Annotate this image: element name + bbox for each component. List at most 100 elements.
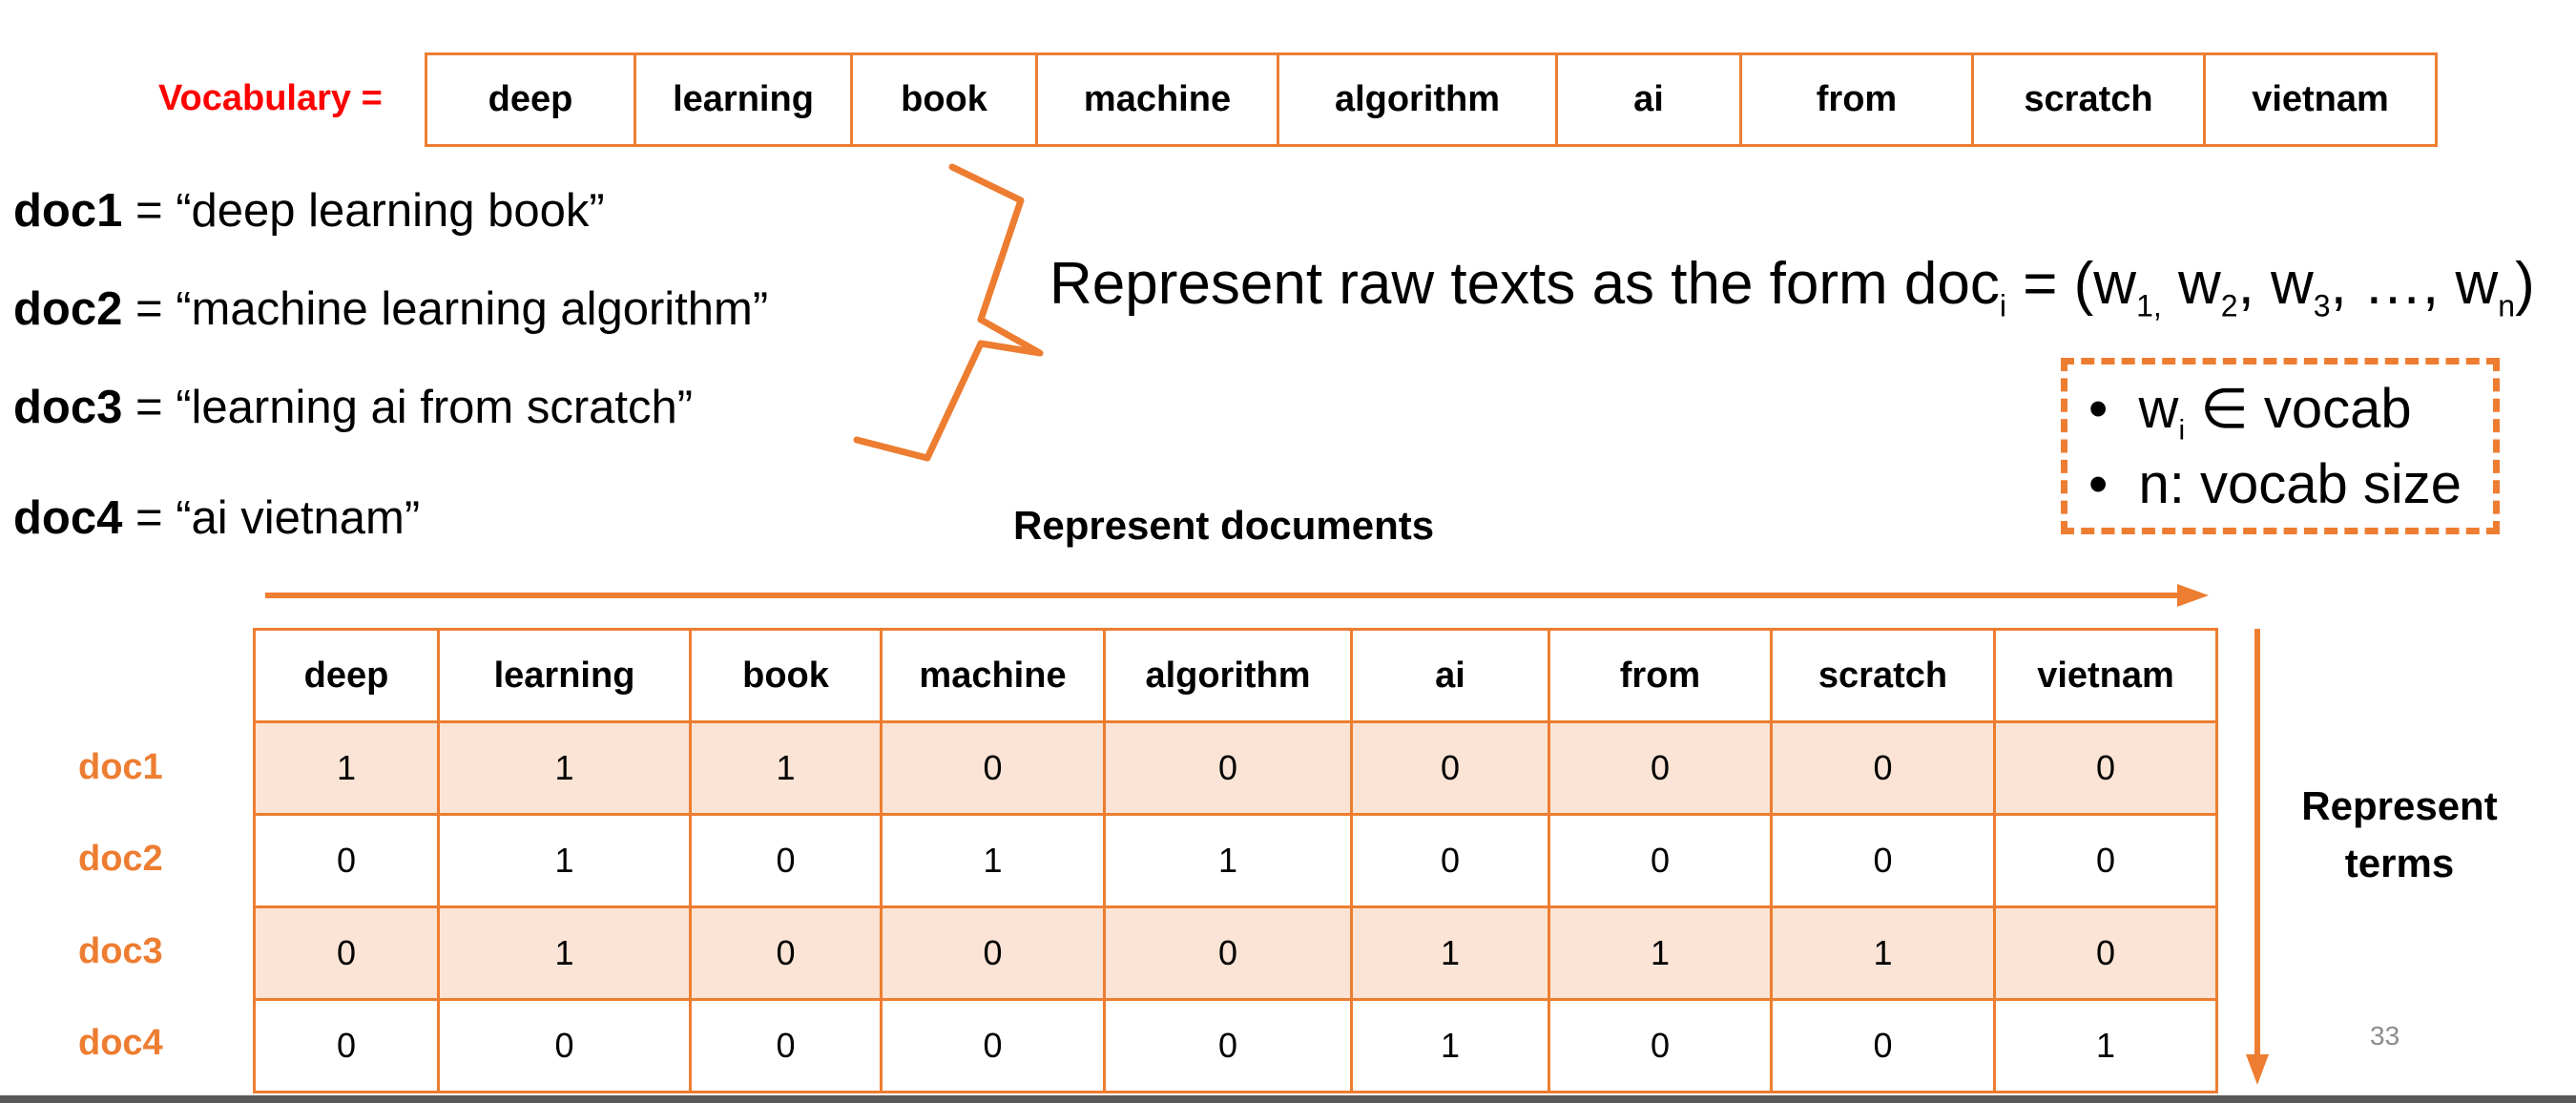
bottom-bar (0, 1095, 2576, 1103)
document-equals: = (122, 283, 177, 335)
right-arrow-icon (265, 584, 2209, 607)
document-text: “learning ai from scratch” (176, 382, 694, 433)
document-line: doc4 = “ai vietnam” (13, 491, 420, 545)
formula-separator: w (2161, 251, 2221, 317)
matrix-cell: 1 (253, 720, 440, 816)
document-name: doc1 (13, 185, 123, 237)
matrix-cell: 0 (437, 998, 692, 1093)
formula-ellipsis: , …, w (2330, 251, 2499, 317)
formula-w1-subscript: 1, (2136, 288, 2162, 323)
matrix-cell: 0 (1103, 998, 1353, 1093)
vocabulary-row: deep learning book machine algorithm ai … (425, 52, 2438, 147)
matrix-cell: 0 (689, 905, 883, 1001)
matrix-cell: 1 (437, 905, 692, 1001)
document-equals: = (122, 185, 177, 237)
matrix-cell: 0 (1770, 720, 1996, 816)
matrix-cell: 0 (1350, 813, 1550, 908)
matrix-column-header: ai (1350, 628, 1550, 723)
matrix-cell: 1 (689, 720, 883, 816)
document-line: doc3 = “learning ai from scratch” (13, 381, 693, 434)
matrix-row: 1 1 1 0 0 0 0 0 0 (253, 720, 2218, 816)
matrix-column-header: deep (253, 628, 440, 723)
represent-terms-label: Represent terms (2275, 778, 2524, 892)
constraints-box: • wi ∈ vocab • n: vocab size (2061, 358, 2500, 534)
formula-w2-subscript: 2 (2220, 288, 2238, 323)
matrix-cell: 1 (1993, 998, 2218, 1093)
vocab-word: vietnam (2203, 52, 2438, 147)
matrix-cell: 0 (1103, 905, 1353, 1001)
page-number: 33 (2370, 1021, 2400, 1051)
formula-tuple-close: ) (2515, 251, 2535, 317)
matrix-cell: 1 (1350, 998, 1550, 1093)
represent-documents-label: Represent documents (1013, 503, 1435, 548)
matrix-cell: 0 (1548, 998, 1773, 1093)
matrix-cell: 0 (1993, 905, 2218, 1001)
constraint-size: n: vocab size (2138, 453, 2462, 515)
matrix-cell: 0 (880, 998, 1106, 1093)
matrix-cell: 0 (689, 813, 883, 908)
matrix-column-header: machine (880, 628, 1106, 723)
matrix-cell: 0 (1350, 720, 1550, 816)
document-name: doc3 (13, 382, 123, 433)
constraint-w: w (2138, 378, 2179, 440)
matrix-cell: 0 (880, 720, 1106, 816)
constraint-item: • wi ∈ vocab (2088, 376, 2412, 447)
matrix-row: 0 1 0 0 0 1 1 1 0 (253, 905, 2218, 1001)
matrix-cell: 0 (1548, 813, 1773, 908)
document-equals: = (122, 382, 177, 433)
matrix-column-header: from (1548, 628, 1773, 723)
bullet-icon: • (2088, 378, 2109, 440)
matrix-cell: 0 (253, 905, 440, 1001)
down-arrow-icon (2246, 629, 2269, 1085)
matrix-row-label: doc2 (78, 839, 163, 879)
bullet-icon: • (2088, 453, 2109, 515)
document-text: “deep learning book” (176, 185, 605, 237)
vocab-word: ai (1555, 52, 1742, 147)
document-text: “ai vietnam” (176, 492, 421, 544)
matrix-row: 0 1 0 1 1 0 0 0 0 (253, 813, 2218, 908)
represent-terms-line: Represent (2301, 783, 2498, 828)
formula-doc-subscript: i (1999, 288, 2006, 323)
formula-w3-subscript: 3 (2313, 288, 2331, 323)
vocab-word: scratch (1971, 52, 2206, 147)
vocab-word: learning (634, 52, 853, 147)
matrix-cell: 0 (689, 998, 883, 1093)
matrix-cell: 0 (1770, 998, 1996, 1093)
matrix-cell: 1 (880, 813, 1106, 908)
document-line: doc1 = “deep learning book” (13, 184, 605, 238)
document-equals: = (122, 492, 177, 544)
matrix-cell: 1 (1103, 813, 1353, 908)
formula-separator: , w (2237, 251, 2314, 317)
matrix-column-header: vietnam (1993, 628, 2218, 723)
vocab-word: book (850, 52, 1038, 147)
matrix-column-header: scratch (1770, 628, 1996, 723)
document-name: doc4 (13, 492, 123, 544)
document-term-matrix: deep learning book machine algorithm ai … (253, 628, 2218, 1093)
vocab-word: deep (425, 52, 636, 147)
matrix-row: 0 0 0 0 0 1 0 0 1 (253, 998, 2218, 1093)
matrix-row-label: doc1 (78, 747, 163, 787)
vocabulary-table: deep learning book machine algorithm ai … (425, 52, 2438, 147)
vocab-word: machine (1035, 52, 1279, 147)
matrix-column-header: learning (437, 628, 692, 723)
representation-formula: Represent raw texts as the form doci = (… (1049, 250, 2535, 323)
matrix-cell: 1 (1548, 905, 1773, 1001)
represent-terms-line: terms (2344, 841, 2455, 885)
matrix-cell: 0 (253, 813, 440, 908)
constraint-membership: ∈ vocab (2185, 378, 2412, 440)
vocab-word: algorithm (1277, 52, 1558, 147)
matrix-row-label: doc4 (78, 1023, 163, 1063)
matrix-cell: 1 (1350, 905, 1550, 1001)
constraint-w-subscript: i (2178, 414, 2186, 447)
document-name: doc2 (13, 283, 123, 335)
document-text: “machine learning algorithm” (176, 283, 769, 335)
matrix-cell: 0 (253, 998, 440, 1093)
matrix-column-header: book (689, 628, 883, 723)
formula-wn-subscript: n (2498, 288, 2516, 323)
matrix-cell: 0 (1993, 720, 2218, 816)
matrix-cell: 0 (1993, 813, 2218, 908)
curly-brace-icon (853, 163, 1044, 462)
constraint-item: • n: vocab size (2088, 452, 2462, 516)
matrix-cell: 0 (1103, 720, 1353, 816)
vocab-word: from (1739, 52, 1974, 147)
